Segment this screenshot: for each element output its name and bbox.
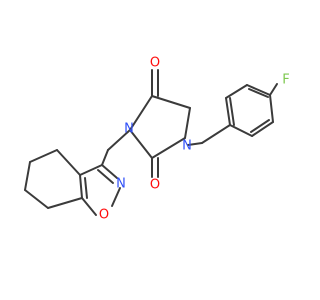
atom-o-bottom: O <box>150 178 160 193</box>
bonds <box>24 69 278 216</box>
bond-c5-c6 <box>24 161 31 191</box>
bond-ar3-db <box>248 88 269 98</box>
atom-n-ring: N <box>116 177 126 192</box>
bond-c3-n-db <box>97 169 114 184</box>
bond-n1-ch2 <box>187 142 203 146</box>
bond-ar1 <box>225 97 231 126</box>
bond-ar5 <box>251 121 274 137</box>
bond-o-c7a <box>81 197 97 216</box>
bond-ar4 <box>269 94 274 123</box>
bond-ar3 <box>246 84 271 96</box>
bond-c4-c5 <box>151 95 191 109</box>
bond-c7-c7a <box>47 197 83 209</box>
bond-c3a-c4 <box>56 149 81 176</box>
bond-c4-c5b <box>29 149 58 163</box>
bond-c6-c7 <box>24 189 49 209</box>
atom-f: F <box>282 73 289 88</box>
atom-labels: O O N N F N O <box>99 56 290 223</box>
bond-c2-n3 <box>129 129 153 159</box>
molecule-diagram: O O N N F N O <box>24 56 290 223</box>
bond-c5-n1 <box>184 107 191 139</box>
bond-c3-n <box>101 164 118 179</box>
atom-n-right: N <box>182 139 192 154</box>
bond-ch2-aryl <box>201 124 231 144</box>
bond-c3a-c3 <box>79 164 103 176</box>
bond-ar6 <box>229 124 253 137</box>
bond-c7a-c3a-db <box>84 177 88 199</box>
bond-ar2 <box>225 84 248 99</box>
atom-o-top: O <box>150 56 160 71</box>
bond-ar1-db <box>229 97 235 126</box>
bond-c4-n3 <box>129 95 153 131</box>
bond-n1-c2 <box>151 137 186 159</box>
atom-n-left: N <box>124 122 134 137</box>
bond-ch2-c3 <box>101 149 109 166</box>
bond-ar5-db <box>250 119 270 133</box>
structure-canvas: O O N N F N O <box>24 56 290 223</box>
bond-n-o <box>111 187 121 207</box>
bond-c-f <box>269 83 278 96</box>
bond-n3-ch2 <box>107 129 131 151</box>
atom-o-ring: O <box>99 208 109 223</box>
bond-c7a-c3a <box>79 174 83 199</box>
